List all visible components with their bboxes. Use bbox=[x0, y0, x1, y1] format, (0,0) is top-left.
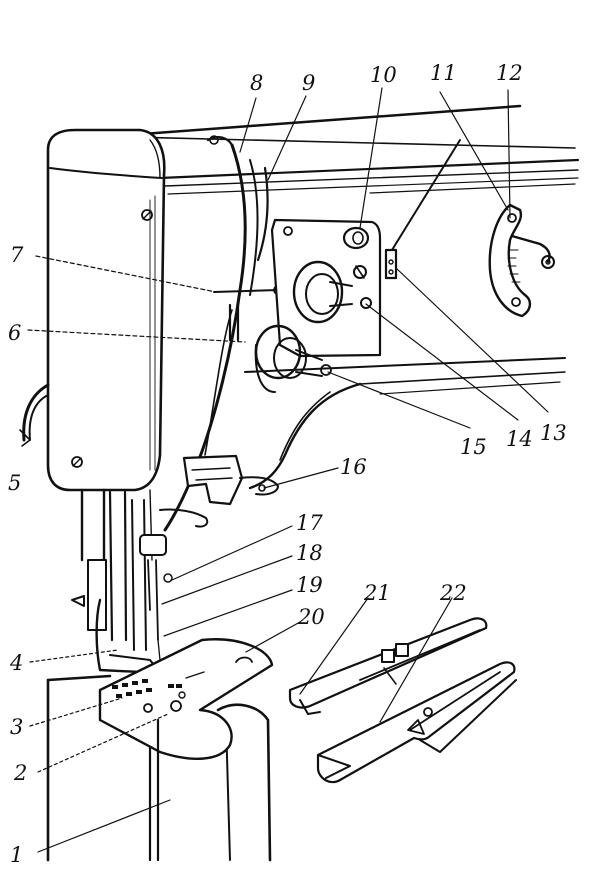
callout-14: 14 bbox=[506, 427, 533, 451]
callout-18: 18 bbox=[296, 541, 323, 565]
callout-15: 15 bbox=[460, 435, 487, 459]
callout-5: 5 bbox=[8, 471, 21, 495]
callout-13: 13 bbox=[540, 421, 567, 445]
callout-20: 20 bbox=[297, 605, 325, 629]
callout-11: 11 bbox=[430, 61, 457, 85]
callout-8: 8 bbox=[250, 71, 263, 95]
callout-7: 7 bbox=[10, 243, 24, 267]
tension-assembly bbox=[254, 139, 461, 393]
machine-head bbox=[46, 128, 166, 492]
callout-9: 9 bbox=[302, 71, 315, 95]
callout-3: 3 bbox=[10, 715, 23, 739]
callout-4: 4 bbox=[9, 651, 23, 675]
callout-22: 22 bbox=[439, 581, 467, 605]
machine-bed bbox=[46, 638, 274, 862]
thread-guides bbox=[163, 135, 283, 532]
callout-10: 10 bbox=[370, 63, 397, 87]
callout-17: 17 bbox=[296, 511, 323, 535]
needle-and-presser-bars bbox=[71, 488, 209, 674]
callout-1: 1 bbox=[10, 843, 23, 867]
callout-12: 12 bbox=[496, 61, 523, 85]
callout-2: 2 bbox=[13, 761, 27, 785]
stitch-regulator bbox=[488, 203, 555, 318]
attachment-22 bbox=[316, 661, 517, 784]
power-cable bbox=[19, 383, 50, 447]
attachment-21 bbox=[288, 617, 488, 715]
callout-labels: 1 2 3 4 5 6 7 8 9 10 11 12 13 14 15 16 1… bbox=[8, 61, 567, 867]
bracket-16 bbox=[182, 454, 279, 506]
callout-21: 21 bbox=[363, 581, 391, 605]
leader-lines bbox=[27, 87, 549, 853]
feed-dog bbox=[112, 679, 182, 698]
callout-6: 6 bbox=[8, 321, 21, 345]
callout-19: 19 bbox=[296, 573, 323, 597]
callout-16: 16 bbox=[340, 455, 367, 479]
